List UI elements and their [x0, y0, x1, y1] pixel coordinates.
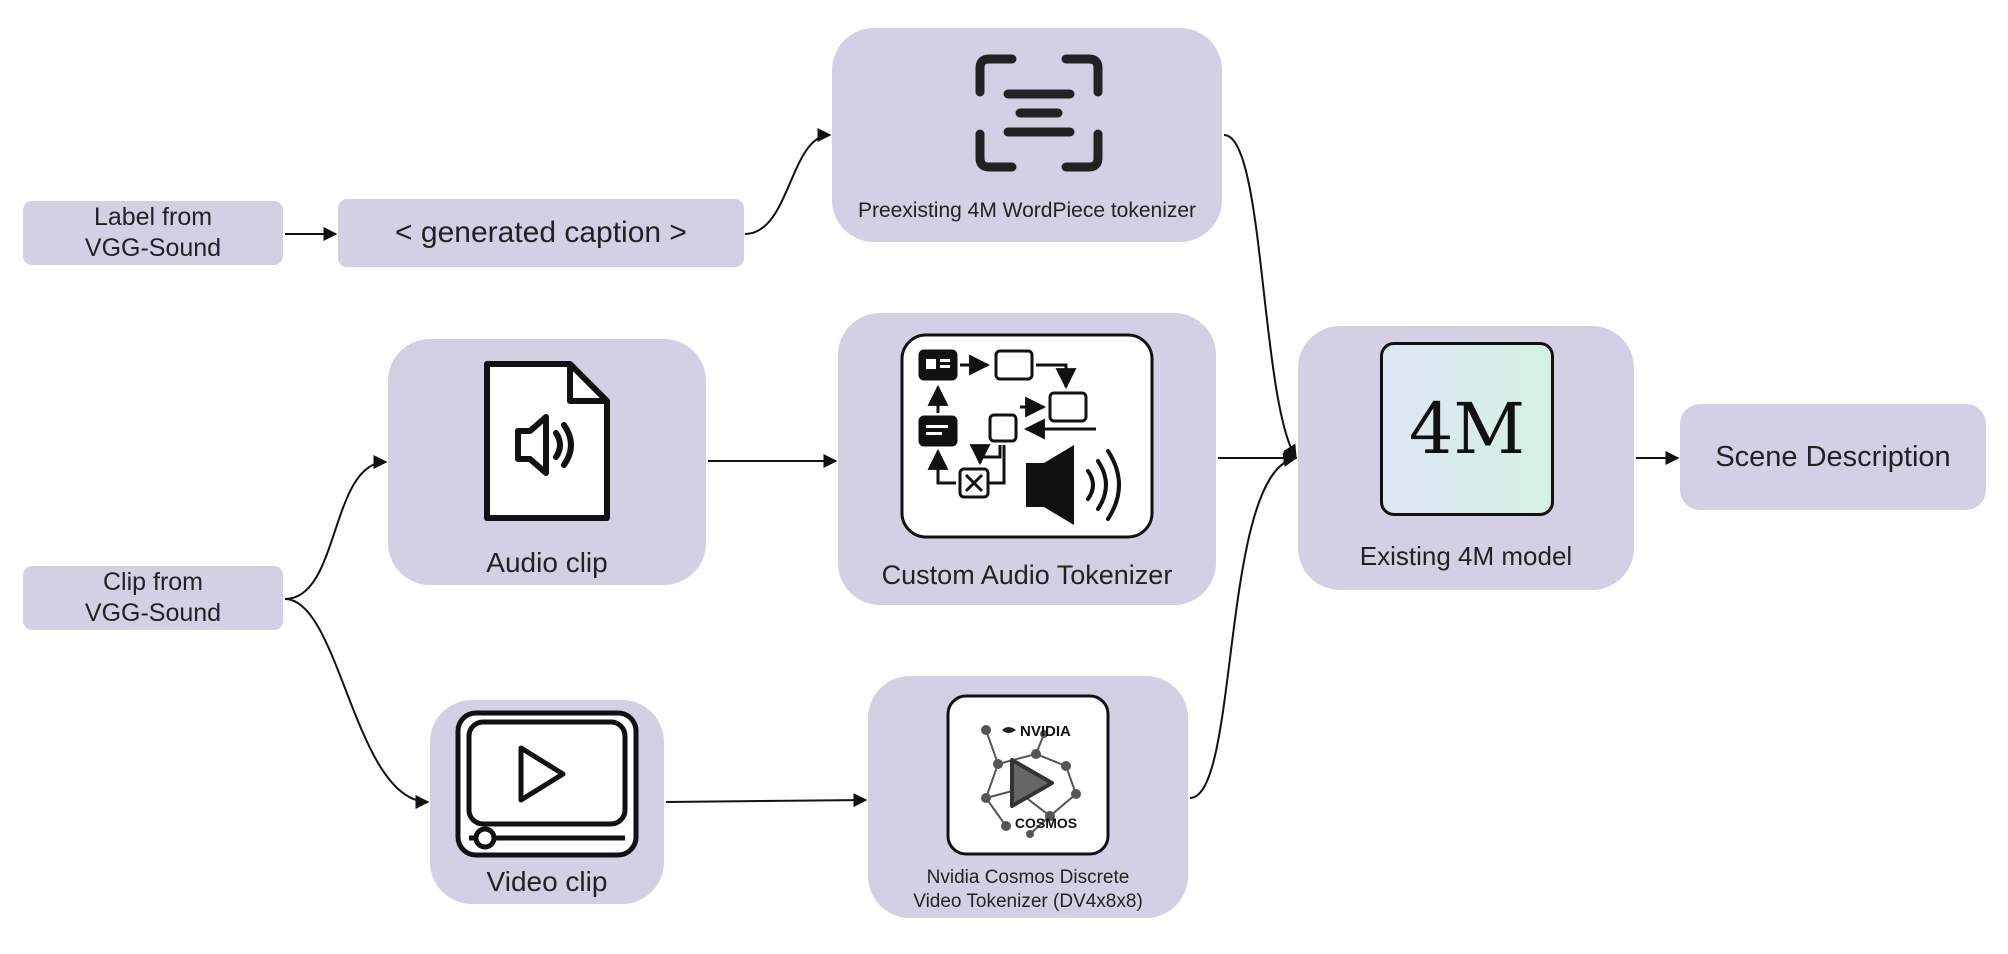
audio-file-icon	[484, 361, 610, 521]
audio-tokenizer-label: Custom Audio Tokenizer	[881, 560, 1173, 590]
arrow-text-tokenizer-to-model	[1223, 134, 1297, 460]
nvidia-cosmos-logo: NVIDIA COSMOS	[946, 694, 1110, 856]
text-tokenizer-box: Preexisting 4M WordPiece tokenizer	[832, 28, 1222, 242]
audio-flowchart-speaker-icon	[900, 333, 1154, 539]
arrow-video-tokenizer-to-model	[1189, 453, 1298, 799]
nvidia-logo-text: NVIDIA	[1020, 723, 1071, 740]
output-text: Scene Description	[1715, 440, 1951, 473]
video-tokenizer-box: NVIDIA COSMOS Nvidia Cosmos Discrete Vid…	[868, 676, 1188, 918]
cosmos-logo-text: COSMOS	[1015, 815, 1077, 831]
arrow-video-to-tokenizer	[665, 793, 868, 808]
video-clip-box: Video clip	[430, 700, 664, 904]
video-player-icon	[455, 710, 639, 858]
text-tokenizer-label: Preexisting 4M WordPiece tokenizer	[857, 199, 1197, 222]
arrow-clip-to-video	[284, 598, 430, 809]
audio-clip-box: Audio clip	[388, 339, 706, 585]
arrow-clip-to-audio	[284, 455, 388, 600]
label-source-text: Label from VGG-Sound	[84, 202, 222, 262]
caption-text: < generated caption >	[395, 216, 687, 250]
caption-box: < generated caption >	[338, 199, 744, 267]
video-tokenizer-label: Nvidia Cosmos Discrete Video Tokenizer (…	[913, 867, 1143, 912]
model-box: 4M Existing 4M model	[1298, 326, 1634, 590]
output-box: Scene Description	[1680, 404, 1986, 510]
arrow-caption-to-text-tokenizer	[744, 128, 832, 235]
video-clip-label: Video clip	[486, 866, 608, 897]
clip-source-box: Clip from VGG-Sound	[23, 566, 283, 630]
model-label: Existing 4M model	[1359, 541, 1573, 571]
audio-tokenizer-box: Custom Audio Tokenizer	[838, 313, 1216, 605]
label-source-box: Label from VGG-Sound	[23, 201, 283, 265]
audio-clip-label: Audio clip	[486, 547, 608, 578]
text-scan-icon	[975, 54, 1103, 172]
model-logo-text: 4M	[1408, 388, 1526, 470]
model-logo: 4M	[1380, 342, 1554, 516]
clip-source-text: Clip from VGG-Sound	[84, 567, 222, 627]
